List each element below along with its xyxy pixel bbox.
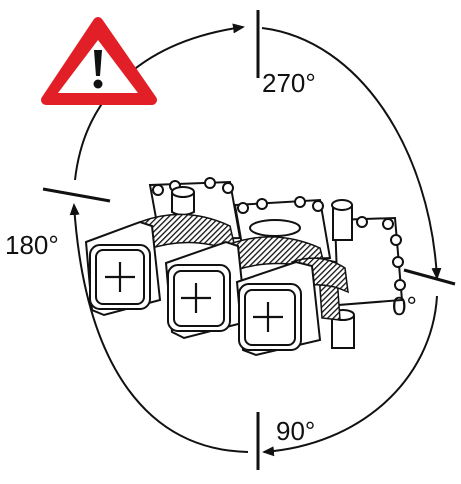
arc-90-to-180 bbox=[69, 203, 249, 453]
tick-180 bbox=[42, 187, 111, 203]
arc-270-to-0 bbox=[261, 27, 442, 280]
angle-label-0: 0° bbox=[392, 291, 417, 321]
module-middle bbox=[164, 240, 248, 340]
arc-0-to-90 bbox=[262, 295, 438, 457]
top-dome-middle bbox=[249, 219, 301, 237]
angle-ticks bbox=[42, 10, 456, 470]
plus-cross-icon bbox=[105, 262, 135, 292]
front-modules bbox=[84, 220, 322, 357]
plus-cross-icon bbox=[253, 302, 283, 332]
module-right bbox=[235, 260, 322, 357]
angle-label-270: 270° bbox=[262, 68, 316, 98]
angle-label-90: 90° bbox=[276, 416, 316, 446]
module-left bbox=[84, 220, 162, 317]
right-pipe bbox=[332, 205, 353, 241]
angle-label-180: 180° bbox=[5, 230, 59, 260]
plus-cross-icon bbox=[181, 283, 211, 313]
right-pipe-bottom bbox=[331, 315, 355, 349]
rotation-arcs bbox=[69, 23, 442, 457]
tick-0 bbox=[403, 268, 456, 286]
warning-triangle-icon bbox=[41, 17, 157, 105]
